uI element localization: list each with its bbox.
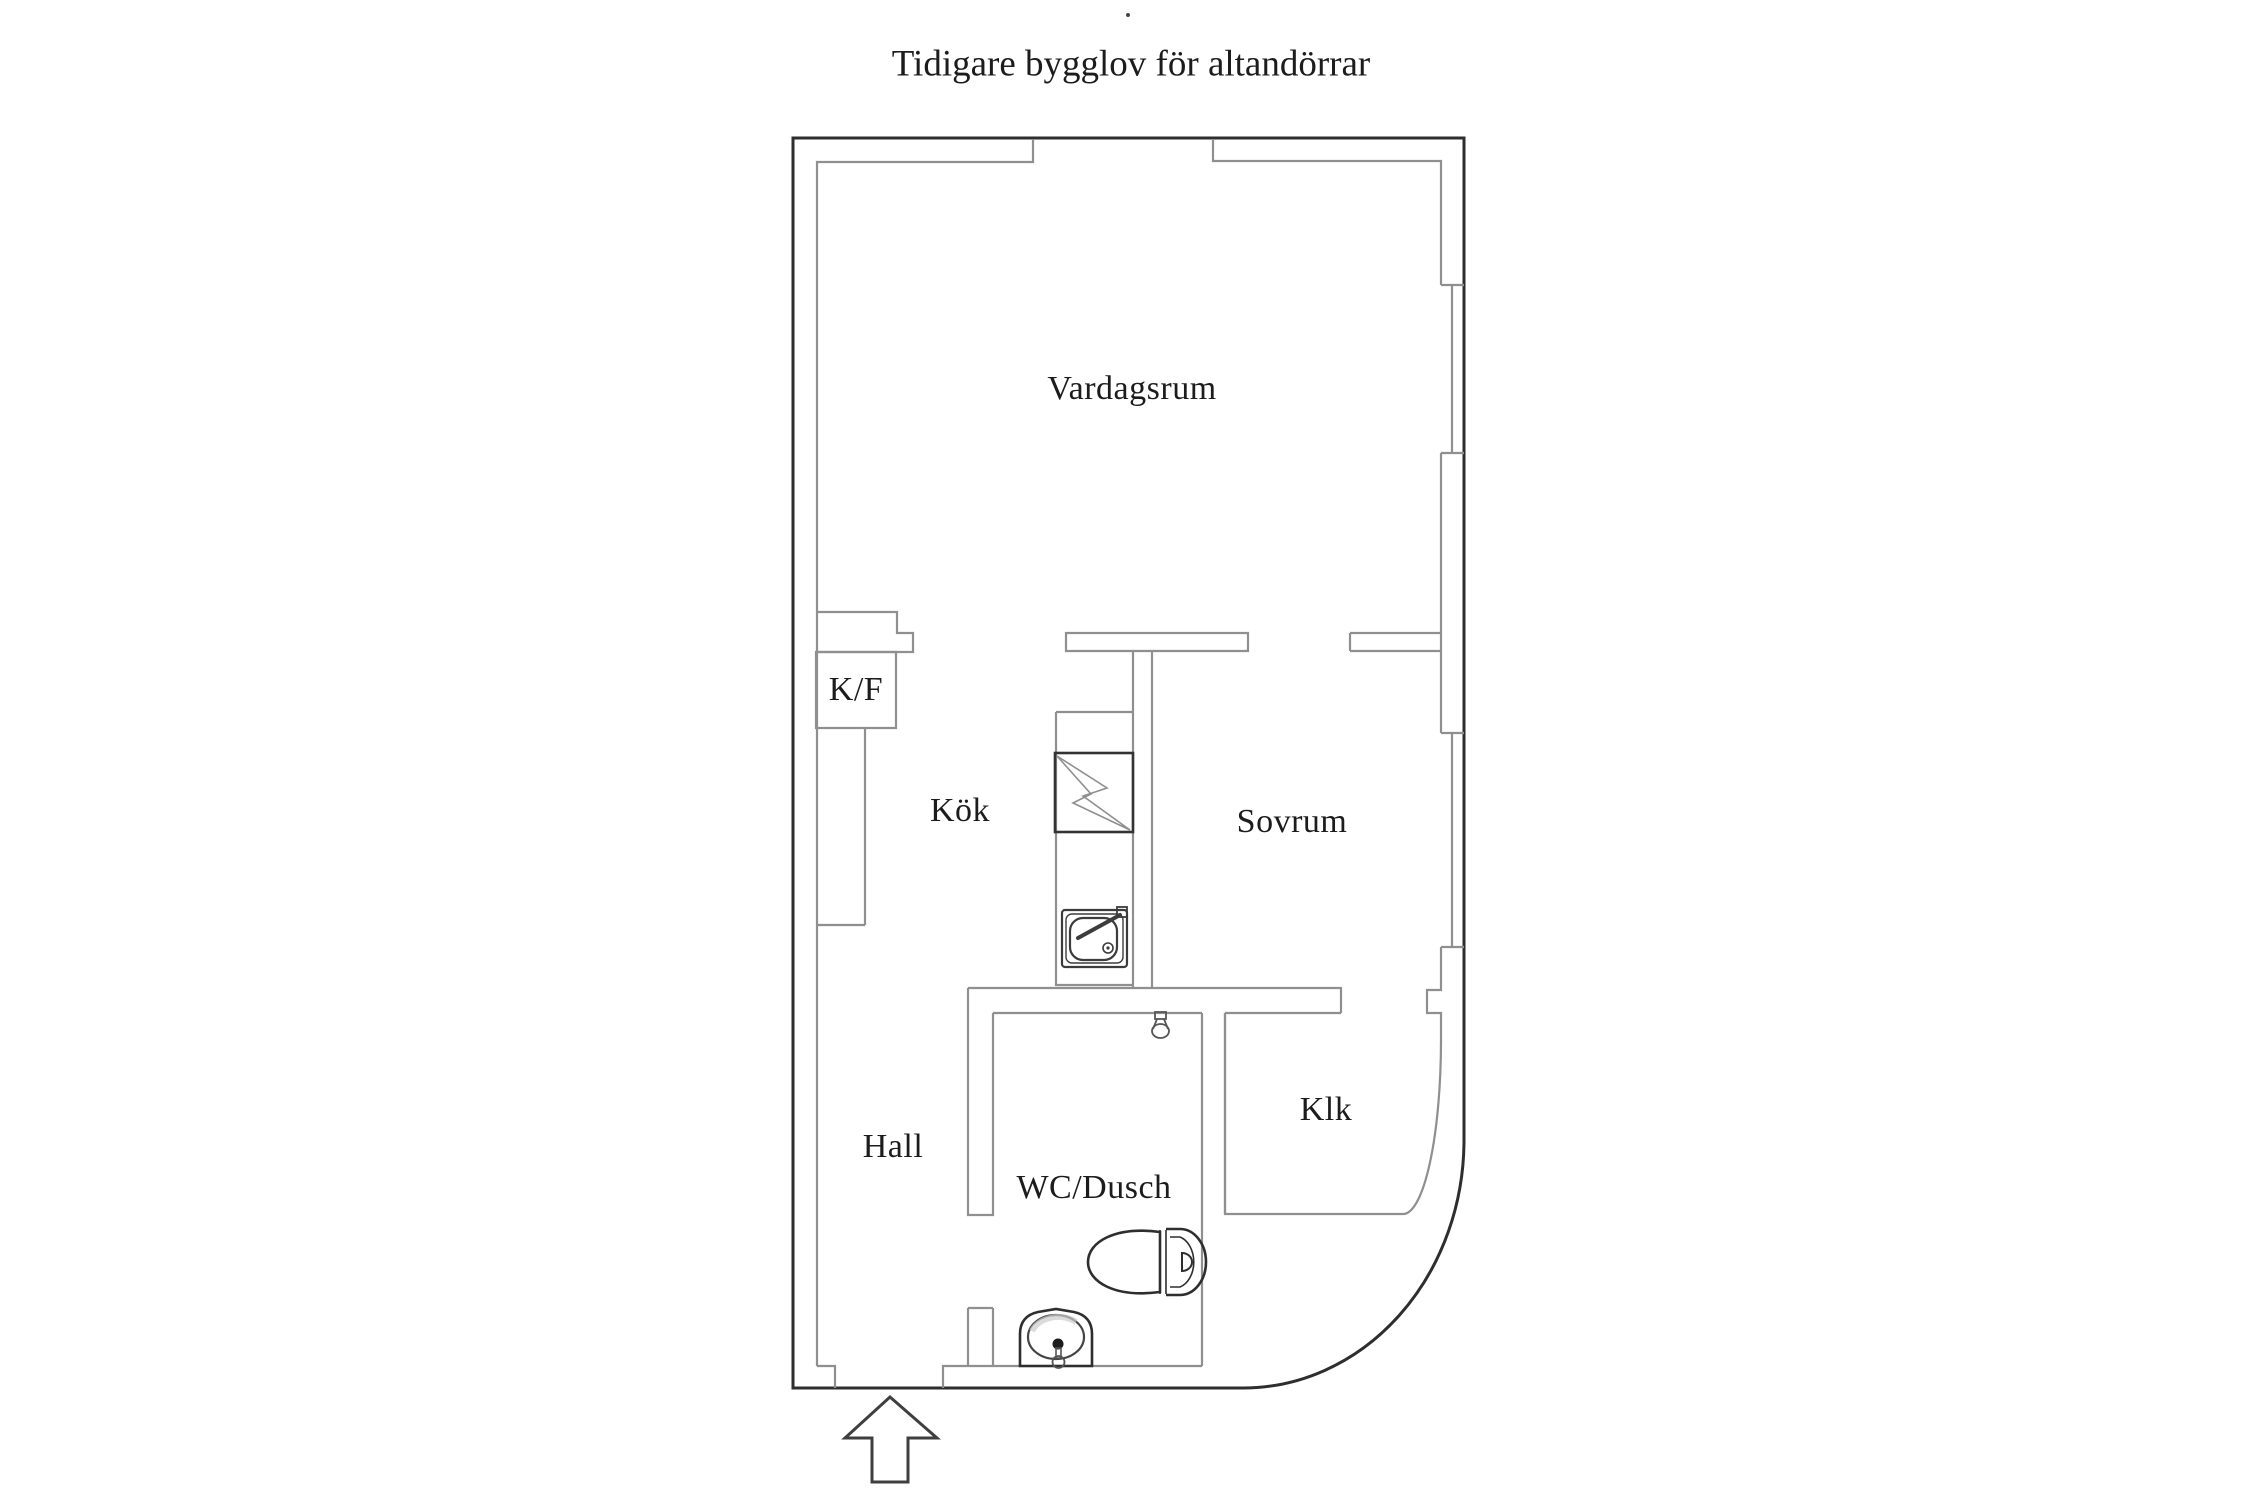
- toilet-icon: [1086, 1227, 1208, 1297]
- kitchen-sink-icon: [1060, 906, 1129, 969]
- wall-top-right-inner: [1211, 139, 1443, 285]
- room-label-sovrum: Sovrum: [1236, 803, 1348, 840]
- wall-wc-klk-divider: [1200, 1013, 1227, 1366]
- wall-livingroom-south-mid: [1064, 631, 1250, 653]
- title-dot: [1126, 13, 1130, 17]
- wall-bottom-inner-left: [817, 1364, 837, 1388]
- room-label-hall: Hall: [862, 1128, 924, 1165]
- room-label-klk: Klk: [1299, 1091, 1353, 1128]
- ceiling-lamp-icon: [1151, 1011, 1170, 1039]
- room-label-vardagsrum: Vardagsrum: [1047, 370, 1217, 407]
- room-label-kf: K/F: [828, 671, 884, 708]
- interior-walls: [814, 139, 1464, 1388]
- entry-arrow-icon: [841, 1394, 942, 1484]
- wall-bottom-inner-right: [941, 1364, 1202, 1388]
- wall-livingroom-south-right: [1348, 631, 1441, 653]
- window-symbol-lower: [1441, 731, 1464, 949]
- wall-wc-left-upper: [966, 988, 995, 1217]
- room-label-kok: Kök: [929, 792, 991, 829]
- kf-unit-box: [814, 650, 898, 730]
- wall-wc-left-lower: [966, 1306, 995, 1366]
- wall-wc-top: [968, 986, 1343, 1013]
- room-label-wc-dusch: WC/Dusch: [1016, 1169, 1172, 1206]
- exterior-wall: [791, 136, 1466, 1390]
- wall-right-inner-lower: [1223, 947, 1443, 1216]
- kitchen-counter-left: [817, 728, 867, 927]
- window-symbol-upper: [1441, 283, 1464, 455]
- washbasin-icon: [1018, 1307, 1094, 1369]
- stove-icon: [1053, 751, 1135, 834]
- wall-kitchen-bedroom-divider: [1131, 651, 1154, 988]
- wall-left-top-inner: [815, 139, 1035, 1366]
- wall-livingroom-south-left: [817, 610, 915, 654]
- page-title: Tidigare bygglov för altandörrar: [891, 43, 1371, 85]
